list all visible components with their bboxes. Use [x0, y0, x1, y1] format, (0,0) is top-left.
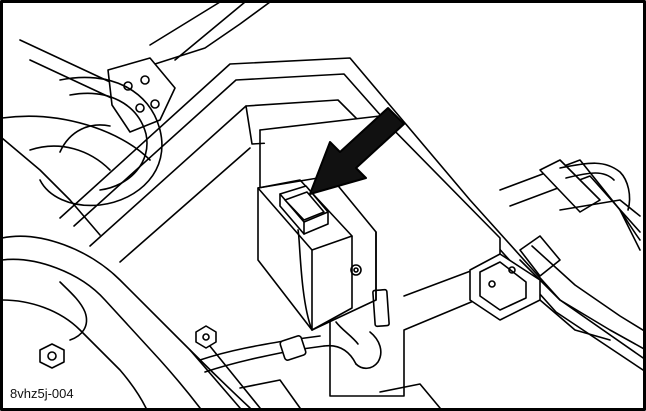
right-bracket — [469, 159, 646, 351]
linkage-bracket — [19, 1, 271, 133]
wire-harness-right — [559, 162, 641, 241]
push-button-icon — [279, 185, 329, 235]
chassis-frame — [1, 115, 251, 409]
module-slot — [372, 288, 390, 328]
hex-bolt-icon-lower-left — [39, 343, 65, 369]
arrow-icon — [309, 107, 405, 195]
hex-bolt-icon-center — [195, 325, 217, 349]
figure-id-label: 8vhz5j-004 — [8, 386, 76, 402]
wire-harness-bottom — [199, 321, 441, 409]
hex-bolt-icon — [350, 264, 362, 276]
